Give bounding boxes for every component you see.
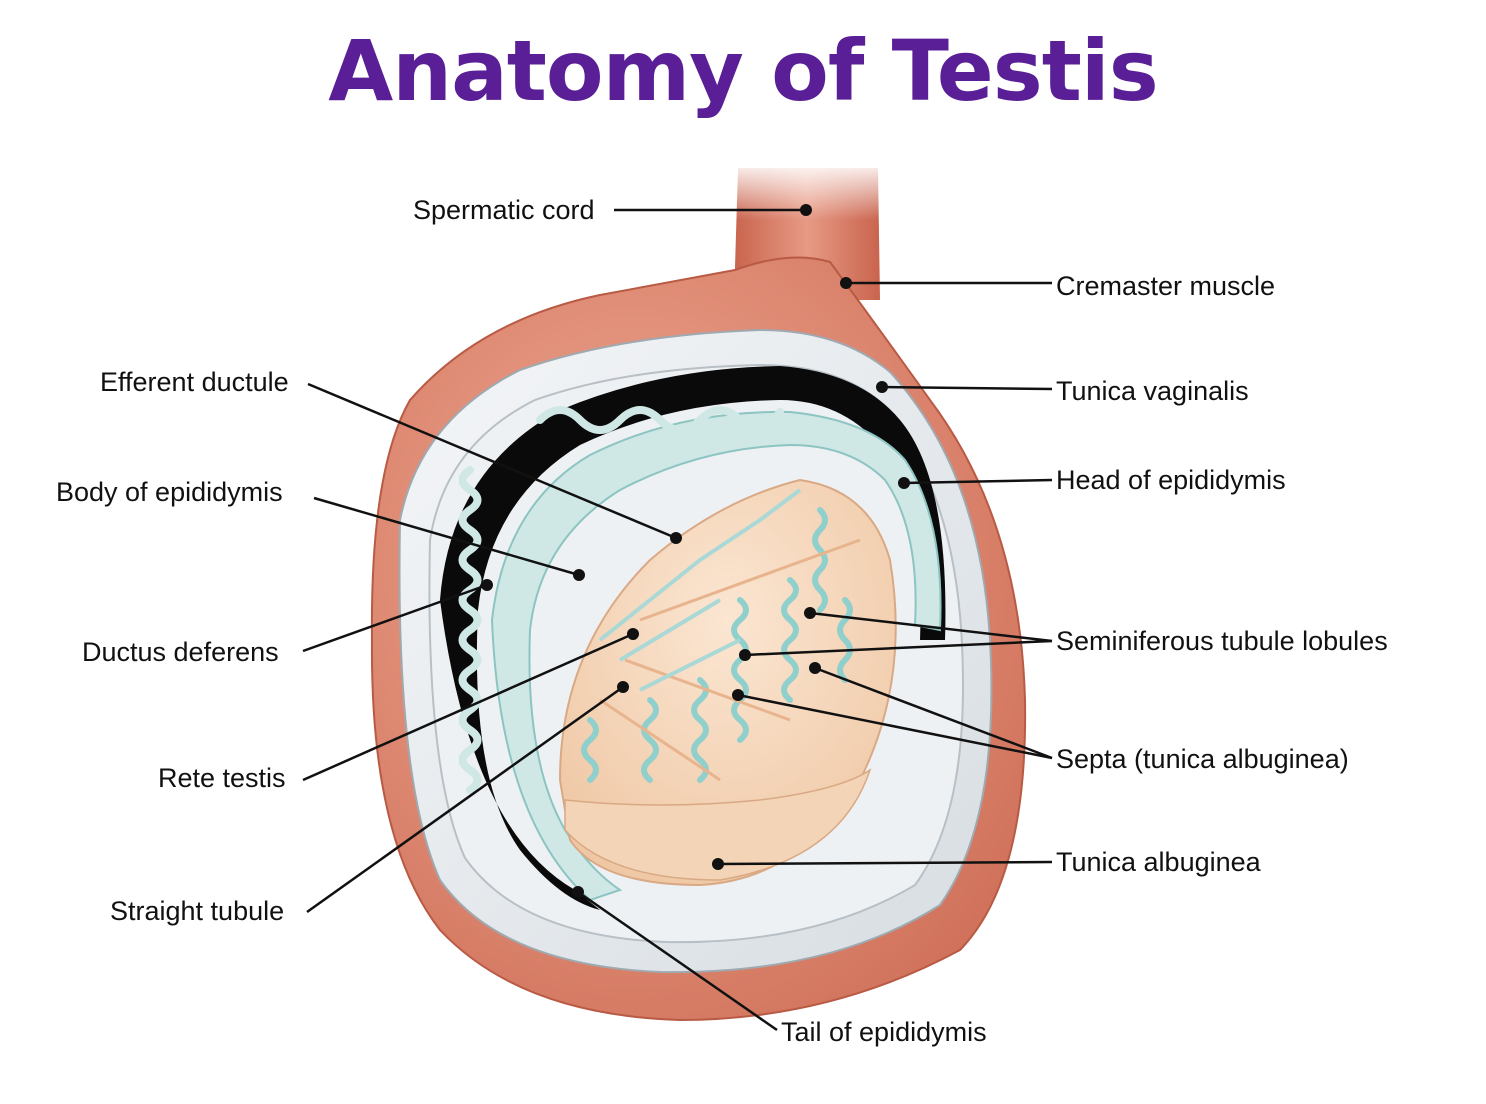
page-title: Anatomy of Testis bbox=[328, 22, 1158, 120]
label-head-of-epididymis: Head of epididymis bbox=[1056, 465, 1286, 495]
label-body-of-epididymis: Body of epididymis bbox=[56, 477, 283, 507]
label-ductus-deferens: Ductus deferens bbox=[82, 637, 279, 667]
ductus-deferens-shape bbox=[458, 466, 482, 794]
leader-dots bbox=[481, 204, 910, 898]
label-tunica-albuginea: Tunica albuginea bbox=[1056, 847, 1261, 877]
label-seminiferous-tubule-lobules: Seminiferous tubule lobules bbox=[1056, 626, 1388, 656]
seminiferous-lobules bbox=[581, 507, 853, 783]
label-tunica-vaginalis: Tunica vaginalis bbox=[1056, 376, 1249, 406]
label-septa: Septa (tunica albuginea) bbox=[1056, 744, 1349, 774]
label-cremaster-muscle: Cremaster muscle bbox=[1056, 271, 1276, 301]
label-spermatic-cord: Spermatic cord bbox=[413, 195, 595, 225]
testis-shape bbox=[558, 478, 897, 887]
label-efferent-ductule: Efferent ductule bbox=[100, 367, 289, 397]
label-straight-tubule: Straight tubule bbox=[110, 896, 285, 926]
epididymis-cavity bbox=[440, 366, 946, 910]
leader-lines bbox=[302, 208, 1053, 1032]
label-tail-of-epididymis: Tail of epididymis bbox=[781, 1017, 987, 1047]
label-rete-testis: Rete testis bbox=[158, 763, 286, 793]
